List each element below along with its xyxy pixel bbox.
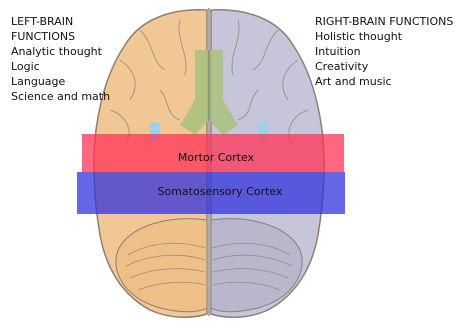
left-function-item: Science and math bbox=[11, 89, 110, 104]
right-heading: RIGHT-BRAIN FUNCTIONS bbox=[315, 14, 453, 29]
somatosensory-cortex-label: Somatosensory Cortex bbox=[157, 185, 282, 198]
motor-cortex-label: Mortor Cortex bbox=[178, 151, 255, 164]
right-function-item: Holistic thought bbox=[315, 29, 453, 44]
left-heading-line2: FUNCTIONS bbox=[11, 29, 110, 44]
left-function-item: Language bbox=[11, 74, 110, 89]
left-function-item: Logic bbox=[11, 59, 110, 74]
right-function-item: Intuition bbox=[315, 44, 453, 59]
right-function-item: Creativity bbox=[315, 59, 453, 74]
left-function-item: Analytic thought bbox=[11, 44, 110, 59]
left-brain-functions: LEFT-BRAIN FUNCTIONS Analytic thought Lo… bbox=[11, 14, 110, 104]
right-function-item: Art and music bbox=[315, 74, 453, 89]
left-heading-line1: LEFT-BRAIN bbox=[11, 14, 110, 29]
right-brain-functions: RIGHT-BRAIN FUNCTIONS Holistic thought I… bbox=[315, 14, 453, 89]
